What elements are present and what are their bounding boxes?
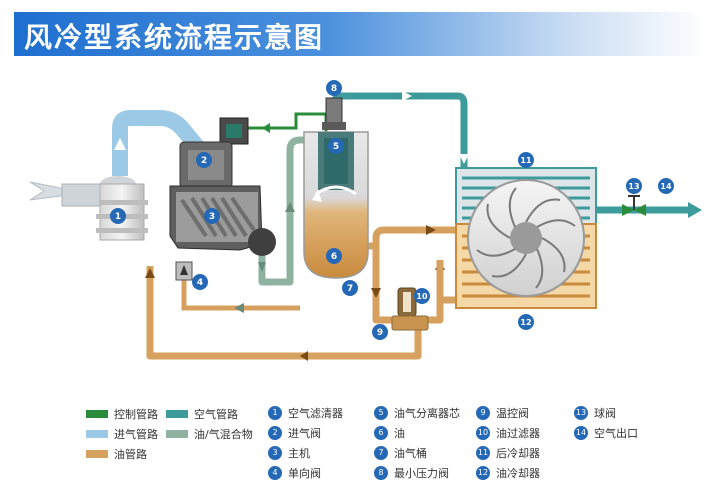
title-bar: 风冷型系统流程示意图 — [14, 12, 706, 56]
marker-11: 11 — [518, 152, 534, 168]
marker-14: 14 — [658, 178, 674, 194]
marker-8: 8 — [326, 80, 342, 96]
marker-9: 9 — [372, 324, 388, 340]
marker-3: 3 — [204, 208, 220, 224]
marker-4: 4 — [192, 274, 208, 290]
cooling-fan-icon — [476, 187, 576, 289]
ball-valve — [622, 195, 646, 216]
marker-6-label: 6 — [331, 252, 337, 262]
marker-10: 10 — [414, 288, 430, 304]
oil-filter — [397, 287, 417, 317]
marker-3-label: 3 — [209, 212, 215, 222]
air-right-arrow — [402, 91, 412, 101]
marker-10-label: 10 — [416, 292, 428, 301]
air-pipe-top — [330, 92, 468, 170]
marker-1: 1 — [110, 208, 126, 224]
marker-7: 7 — [342, 280, 358, 296]
oil-return-arrow — [300, 351, 308, 361]
mix-arrow — [234, 303, 244, 313]
intake-arrow — [29, 181, 89, 201]
oil-cooler-in-pipe — [372, 226, 456, 250]
mix-pipe — [258, 136, 312, 286]
marker-5-label: 5 — [333, 142, 339, 152]
mix-arrow-3 — [285, 202, 295, 212]
mix-arrow-2 — [258, 262, 266, 272]
thermostatic-valve — [391, 315, 429, 331]
oil-right-arrow — [426, 225, 436, 235]
intake-pipe — [112, 110, 207, 176]
oil-gas-tank — [303, 131, 369, 279]
intake-flow-arrow — [114, 138, 126, 150]
control-arrow — [262, 123, 270, 133]
control-line — [244, 112, 328, 132]
air-filter — [61, 176, 148, 241]
marker-13-label: 13 — [628, 182, 639, 191]
marker-6: 6 — [326, 248, 342, 264]
marker-13: 13 — [626, 178, 642, 194]
air-exit-arrow — [688, 202, 702, 218]
marker-12: 12 — [518, 314, 534, 330]
oil-cooler-out-pipe — [424, 296, 456, 324]
marker-2-label: 2 — [201, 156, 207, 166]
marker-11-label: 11 — [520, 156, 532, 165]
marker-12-label: 12 — [520, 318, 531, 327]
compressor-airend — [169, 185, 276, 256]
min-pressure-valve — [322, 97, 346, 130]
air-down-arrow — [459, 154, 469, 164]
marker-2: 2 — [196, 152, 212, 168]
marker-4-label: 4 — [197, 278, 203, 288]
marker-5: 5 — [328, 138, 344, 154]
marker-7-label: 7 — [347, 284, 353, 294]
oil-down-arrow — [371, 288, 381, 298]
page-title: 风冷型系统流程示意图 — [24, 21, 325, 54]
marker-14-label: 14 — [660, 182, 672, 191]
check-valve — [175, 261, 193, 281]
marker-1-label: 1 — [115, 212, 121, 222]
marker-9-label: 9 — [377, 328, 383, 338]
marker-8-label: 8 — [331, 84, 337, 94]
oil-return-pipe — [146, 266, 422, 360]
mix-bottom-pipe — [181, 276, 300, 311]
oil-up-arrow — [145, 268, 155, 278]
cooler-assembly — [455, 167, 597, 309]
